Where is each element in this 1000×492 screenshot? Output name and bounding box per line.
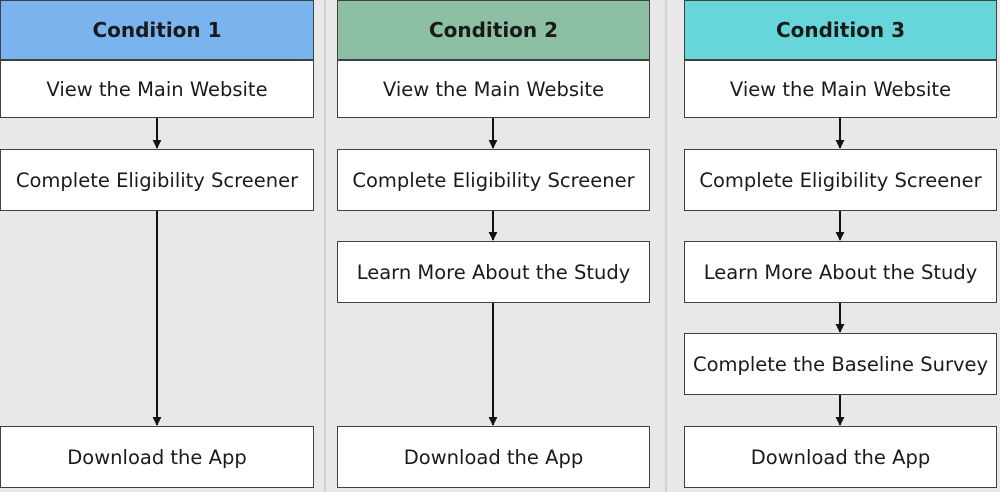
c1-download-app: Download the App: [0, 426, 314, 488]
c2-download-app: Download the App: [337, 426, 650, 488]
c1-view-main-website: View the Main Website: [0, 60, 314, 118]
c3-complete-eligibility-screener: Complete Eligibility Screener: [684, 149, 997, 211]
column-divider-2: [665, 0, 667, 492]
c3-learn-more-study: Learn More About the Study: [684, 241, 997, 303]
c1-complete-eligibility-screener: Complete Eligibility Screener: [0, 149, 314, 211]
c2-view-main-website: View the Main Website: [337, 60, 650, 118]
condition-3-header: Condition 3: [684, 0, 997, 60]
c3-complete-baseline-survey: Complete the Baseline Survey: [684, 333, 997, 395]
c2-learn-more-study: Learn More About the Study: [337, 241, 650, 303]
c3-view-main-website: View the Main Website: [684, 60, 997, 118]
condition-1-header: Condition 1: [0, 0, 314, 60]
column-divider-1: [324, 0, 326, 492]
condition-2-header: Condition 2: [337, 0, 650, 60]
c2-complete-eligibility-screener: Complete Eligibility Screener: [337, 149, 650, 211]
c3-download-app: Download the App: [684, 426, 997, 488]
